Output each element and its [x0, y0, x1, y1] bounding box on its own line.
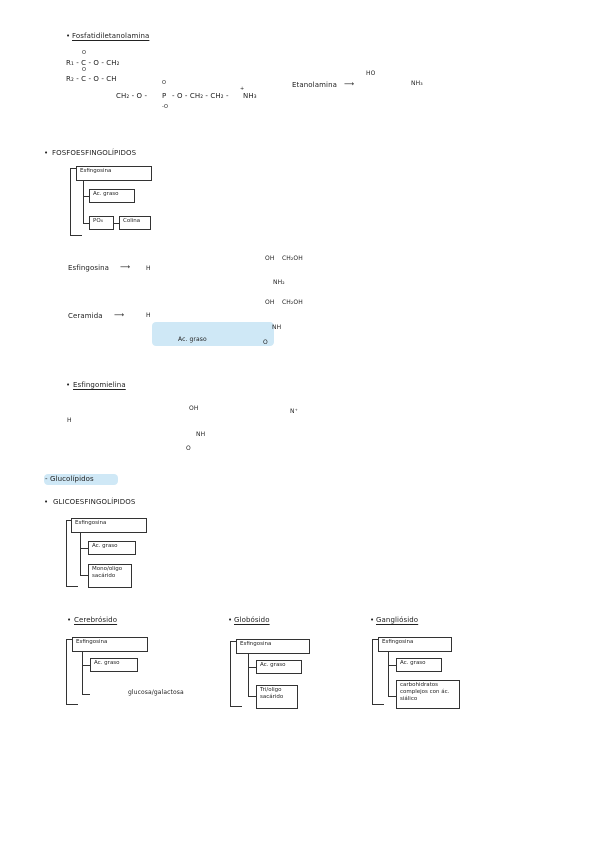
connector [388, 665, 396, 666]
esfingosina-box: Esfingosina [71, 518, 147, 533]
connector [83, 181, 84, 223]
ac-graso-box: Ac. graso [89, 189, 135, 203]
po4-box: PO₄ [89, 216, 114, 230]
ceramida-label: Ceramida [68, 312, 103, 320]
bullet: • [66, 381, 71, 389]
connector [83, 223, 89, 224]
ac-graso-box: Ac. graso [396, 658, 442, 672]
section-title-gangliosido: Gangliósido [376, 616, 419, 624]
connector [248, 667, 256, 668]
h-atom: H [67, 417, 72, 424]
connector [82, 652, 83, 694]
bullet: • [228, 616, 233, 624]
section-title-globosido: Globósido [234, 616, 270, 624]
section-title-fosfoesfingolipidos: FOSFOESFINGOLÍPIDOS [52, 149, 137, 157]
mono-oligo-box: Mono/oligo sacárido [88, 564, 132, 588]
nh3-group: NH₃ [243, 92, 257, 100]
nh-group: NH [196, 431, 206, 438]
ch2-o: CH₂ - O - [116, 92, 148, 100]
carbonyl-o: O [263, 339, 268, 346]
ac-graso-box: Ac. graso [90, 658, 138, 672]
arrow: ⟶ [120, 263, 131, 271]
section-title-esfingomielina: Esfingomielina [73, 381, 126, 389]
svg-text:-O: -O [236, 430, 242, 436]
arrow: ⟶ [344, 80, 355, 88]
nh2-group: NH₂ [273, 279, 285, 286]
svg-text:O: O [255, 419, 259, 425]
h-atom: H [146, 312, 151, 319]
bullet: • [67, 616, 72, 624]
arrow: ⟶ [114, 311, 125, 319]
ac-graso-box: Ac. graso [256, 660, 302, 674]
nh3-group-b: NH₃ [411, 80, 423, 87]
connector [80, 575, 88, 576]
esfingosina-box: Esfingosina [236, 639, 310, 654]
esfingosina-box: Esfingosina [76, 166, 152, 181]
ch2oh-group: CH₂OH [282, 299, 303, 306]
etanolamina-label: Etanolamina [292, 81, 338, 89]
carbonyl-o: O [186, 445, 191, 452]
connector [114, 223, 119, 224]
bullet: • [44, 149, 49, 157]
connector [82, 665, 90, 666]
phosphate-o-bottom: -O [162, 104, 169, 110]
connector [388, 652, 389, 696]
esfingosina-box: Esfingosina [72, 637, 148, 652]
section-title-glicoesfingolipidos: GLICOESFINGOLÍPIDOS [53, 498, 136, 506]
phosphate-o-top: O [162, 80, 167, 86]
carbonyl-o: O [82, 50, 87, 56]
connector [82, 694, 90, 695]
ac-graso-box: Ac. graso [88, 541, 136, 555]
ch2oh-group: CH₂OH [282, 255, 303, 262]
phosphorus: P [162, 92, 167, 100]
svg-text:O: O [237, 405, 241, 411]
oh-group: OH [265, 299, 275, 306]
plus-charge: + [240, 86, 245, 92]
connector [83, 196, 89, 197]
colina-box: Colina [119, 216, 151, 230]
section-title-cerebrosido: Cerebrósido [74, 616, 118, 624]
connector [80, 533, 81, 575]
ho-group: HO [366, 70, 376, 77]
h-atom: H [146, 265, 151, 272]
n-plus: N⁺ [290, 408, 298, 415]
connector [248, 696, 256, 697]
bullet: • [66, 32, 71, 40]
nh-group: NH [272, 324, 282, 331]
tri-oligo-box: Tri/oligo sacárido [256, 685, 298, 709]
connector [388, 696, 396, 697]
esfingosina-label: Esfingosina [68, 264, 110, 272]
r2-chain: R₂ - C - O - CH [66, 75, 117, 83]
glucolipidos-highlight [44, 474, 118, 485]
oh-group: OH [189, 405, 199, 412]
section-title-fosfatidiletanolamina: Fosfatidiletanolamina [72, 32, 150, 40]
section-title-glucolipidos: Glucolípidos [50, 475, 94, 483]
connector [80, 548, 88, 549]
dash: - [45, 475, 48, 483]
ethyl-tail: - O - CH₂ - CH₂ - [172, 92, 229, 100]
svg-text:O: O [212, 419, 216, 425]
carbohidratos-box: carbohidratos complejos con ác. siálico [396, 680, 460, 709]
connector [248, 654, 249, 696]
oh-group: OH [265, 255, 275, 262]
carbonyl-o2: O [82, 67, 87, 73]
esfingosina-box: Esfingosina [378, 637, 452, 652]
r1-chain: R₁ - C - O - CH₂ [66, 59, 120, 67]
acgraso-label: Ac. graso [178, 336, 207, 343]
bullet: • [370, 616, 375, 624]
sugar-label: glucosa/galactosa [128, 689, 184, 696]
svg-text:P: P [238, 418, 242, 425]
bullet: • [44, 498, 49, 506]
